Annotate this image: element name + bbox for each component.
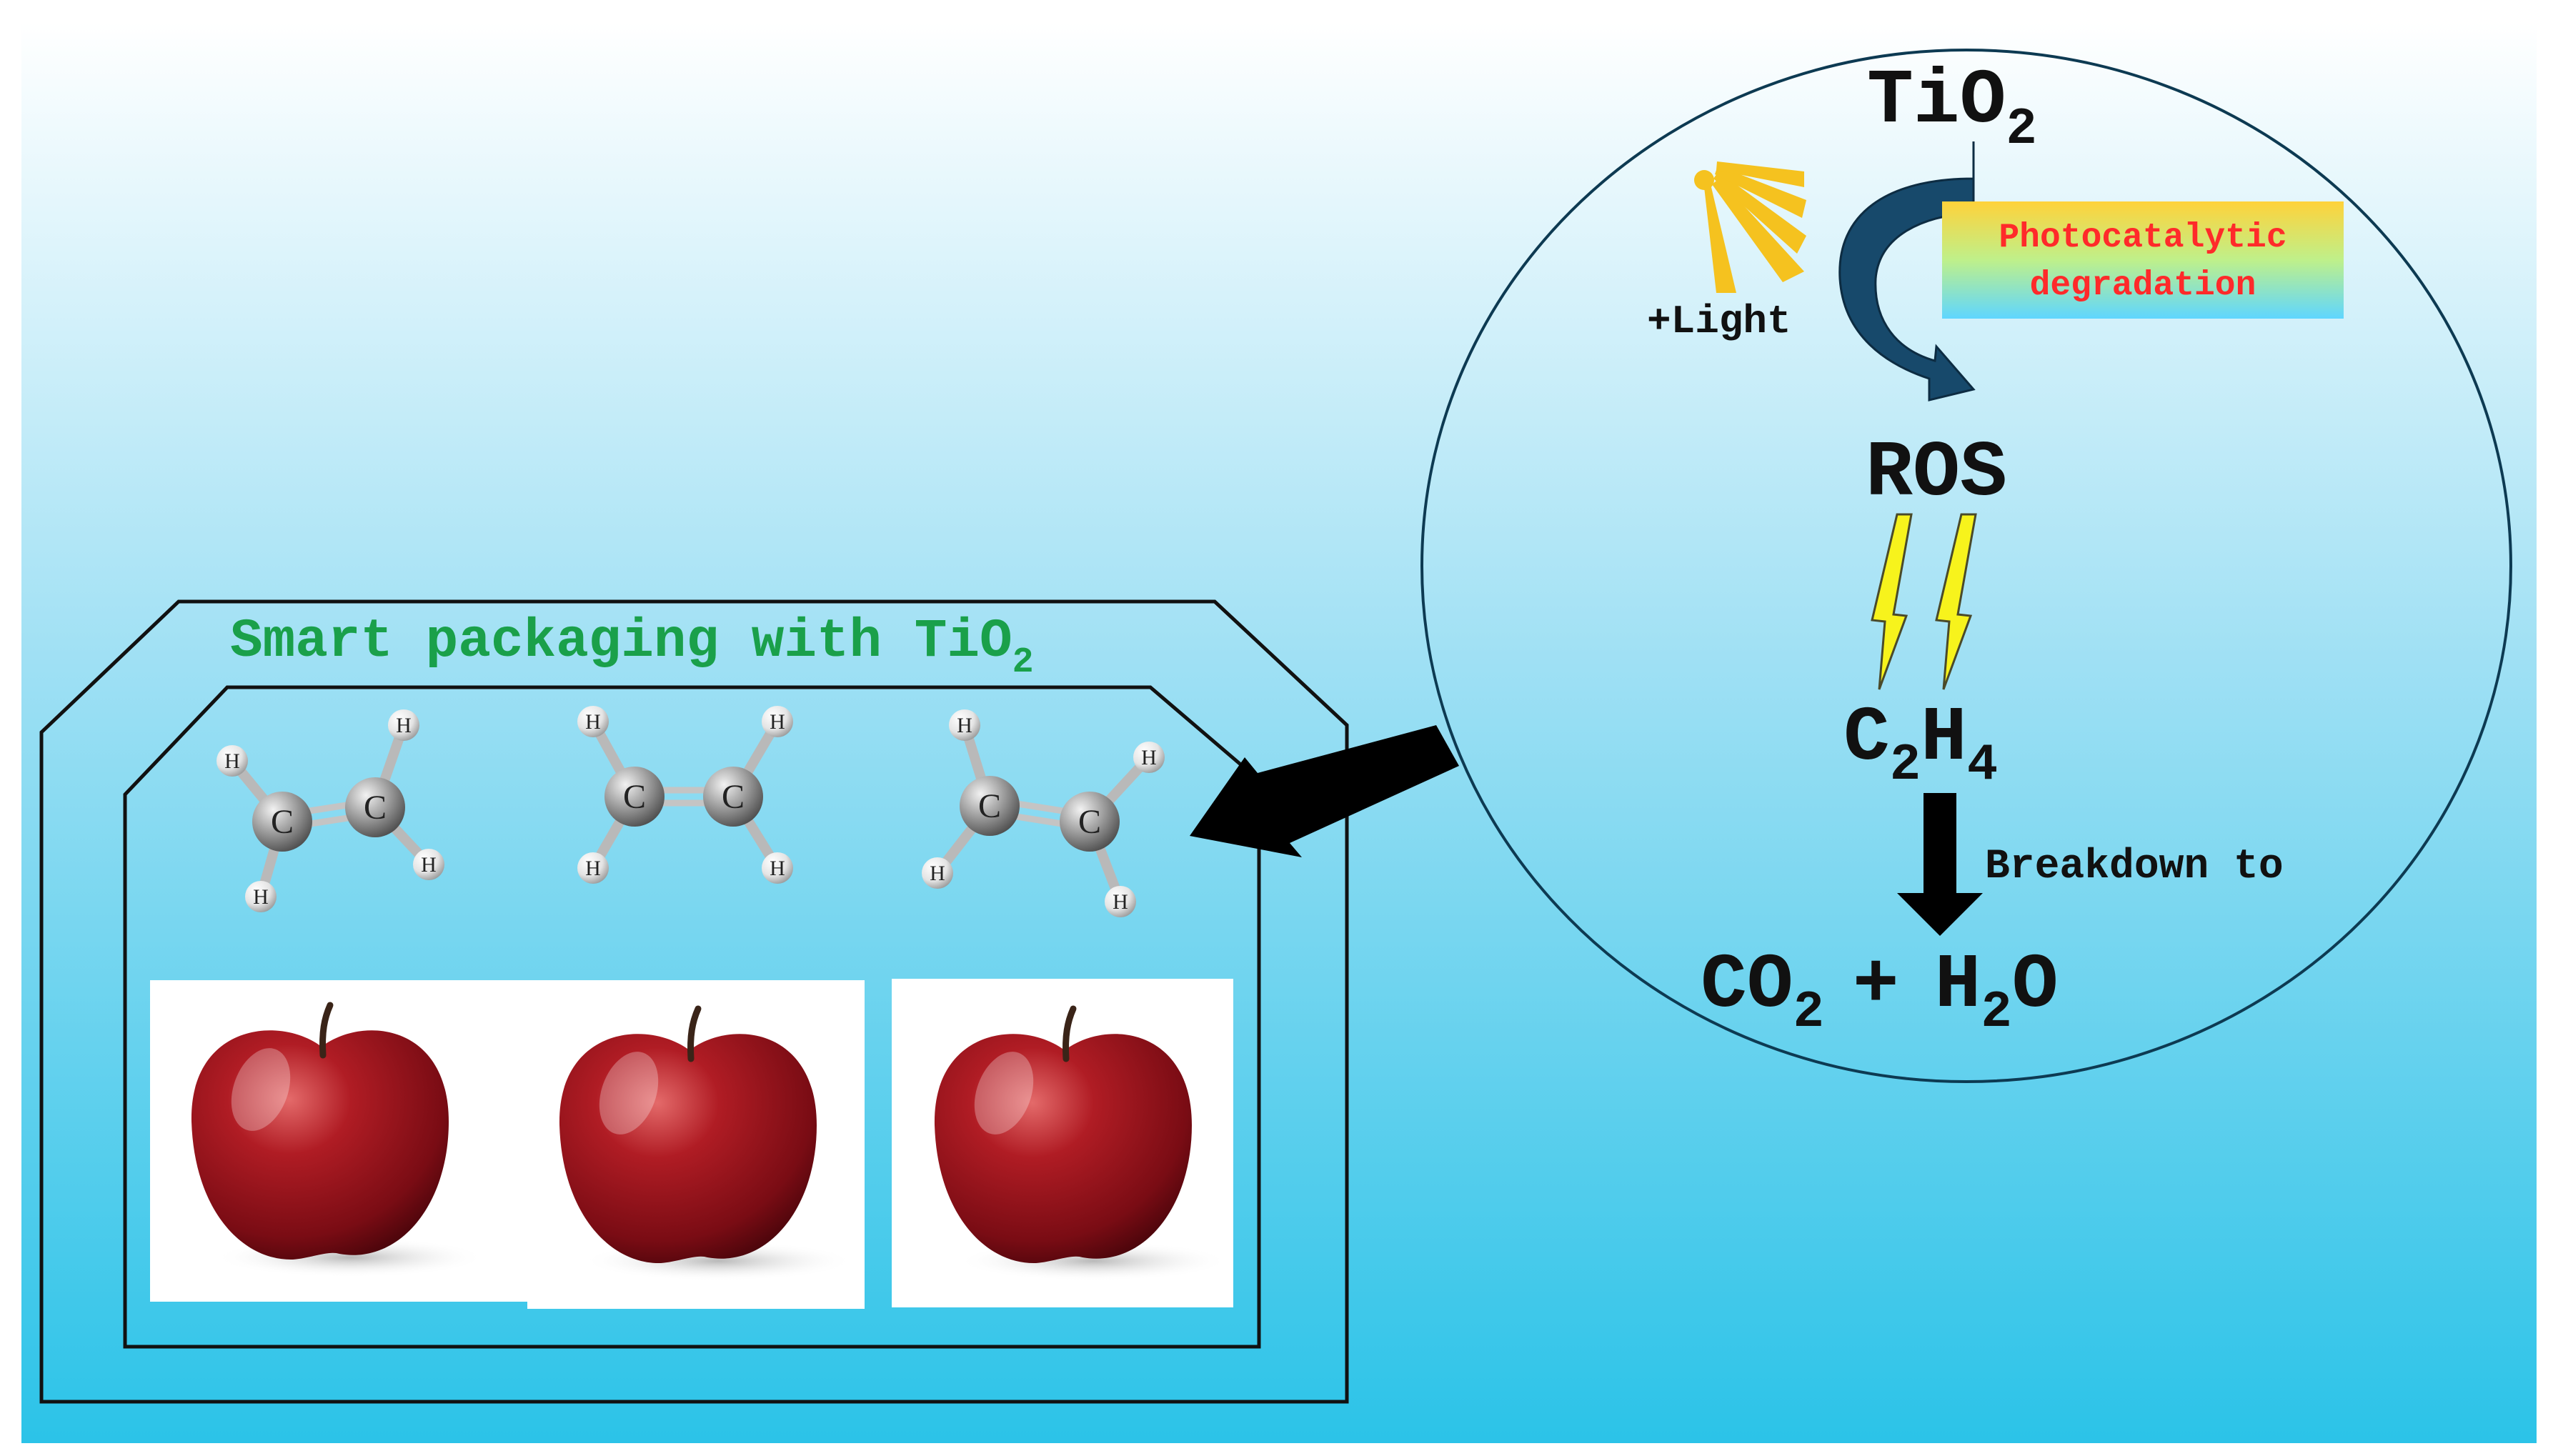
hydrogen-atom-label: H	[930, 862, 945, 885]
ethylene-c: C	[1843, 695, 1890, 782]
carbon-atom	[703, 767, 763, 827]
apple-highlight	[231, 1048, 291, 1131]
carbon-atom	[252, 792, 312, 852]
hydrogen-atom	[388, 709, 419, 741]
hydrogen-atom-label: H	[585, 710, 601, 734]
hydrogen-atom	[577, 706, 609, 737]
hydrogen-atom	[577, 852, 609, 884]
light-label: +Light	[1647, 299, 1791, 344]
sun-icon	[1694, 170, 1714, 190]
ros-label: ROS	[1866, 429, 2007, 519]
packaging-title-subscript: 2	[1012, 642, 1034, 683]
hydrogen-atom-label: H	[224, 749, 240, 773]
ethylene-molecule-2: H H H H C C	[577, 706, 793, 884]
products-o: O	[2012, 942, 2059, 1029]
apple-stem	[1062, 1005, 1077, 1062]
products-h: H	[1935, 942, 1981, 1029]
hydrogen-atom-label: H	[1113, 890, 1128, 914]
ethylene-molecules: H H H H C C H H H H C C H H H H C C	[217, 706, 1165, 917]
carbon-atom	[1060, 792, 1120, 852]
apple-body	[934, 1034, 1192, 1264]
hydrogen-atom	[762, 852, 793, 884]
hydrogen-atom-label: H	[253, 885, 269, 909]
apple-body	[191, 1030, 449, 1260]
products-plus: +	[1853, 942, 1899, 1029]
transfer-arrow	[1190, 725, 1459, 857]
process-label-line1: Photocatalytic	[1999, 219, 2286, 257]
products-formula: CO2+H2O	[1701, 942, 2059, 1042]
products-co: CO	[1701, 942, 1793, 1029]
carbon-atom-label: C	[1078, 803, 1101, 841]
apple-1	[191, 1002, 486, 1277]
packaging-title-main: Smart packaging with TiO	[230, 611, 1012, 672]
inner-package-outline	[123, 685, 1261, 1349]
apple-stem	[319, 1002, 334, 1059]
apple-body	[559, 1034, 817, 1264]
lightning-bolt-1	[1871, 513, 1913, 690]
carbon-atom-label: C	[364, 789, 387, 827]
curved-reaction-arrow	[1838, 141, 1976, 402]
reaction-circle: TiO2 +Light Photocatalytic degradation R…	[1420, 49, 2512, 1083]
breakdown-label: Breakdown to	[1985, 844, 2284, 890]
products-h-subscript: 2	[1981, 983, 2011, 1042]
hydrogen-atom	[1133, 742, 1165, 773]
tio2-main: TiO	[1867, 58, 2006, 145]
carbon-atom	[604, 767, 665, 827]
apple-highlight	[974, 1052, 1034, 1135]
light-icon	[1694, 161, 1806, 293]
carbon-atom-label: C	[623, 778, 646, 816]
hydrogen-atom-label: H	[770, 710, 785, 734]
outer-package-outline	[39, 599, 1349, 1404]
carbon-atom-label: C	[978, 787, 1001, 825]
apple-3	[934, 1005, 1229, 1281]
lightning-bolt-2	[1935, 513, 1977, 690]
hydrogen-atom-label: H	[396, 714, 412, 737]
carbon-atom-label: C	[271, 803, 294, 841]
hydrogen-atom-label: H	[421, 853, 437, 877]
hydrogen-atom	[413, 849, 444, 880]
hydrogen-atom	[1105, 886, 1136, 917]
tio2-label: TiO2	[1867, 58, 2037, 159]
apple-stem	[687, 1005, 702, 1062]
ethylene-molecule-3: H H H H C C	[922, 709, 1165, 917]
hydrogen-atom	[949, 709, 980, 741]
ethylene-h-subscript: 4	[1967, 736, 1998, 794]
hydrogen-atom-label: H	[585, 857, 601, 880]
process-label-line2: degradation	[2030, 266, 2256, 305]
ethylene-formula: C2H4	[1843, 695, 1998, 794]
hydrogen-atom-label: H	[770, 857, 785, 880]
hydrogen-atom-label: H	[1141, 746, 1157, 769]
hydrogen-atom	[762, 706, 793, 737]
apple-highlight	[599, 1052, 659, 1135]
products-co-subscript: 2	[1793, 983, 1824, 1042]
ethylene-molecule-1: H H H H C C	[217, 709, 444, 912]
circle-outline	[1420, 49, 2512, 1083]
apple-2	[559, 1005, 854, 1281]
carbon-atom-label: C	[722, 778, 745, 816]
carbon-atom	[345, 777, 405, 837]
ethylene-h: H	[1921, 695, 1967, 782]
tio2-subscript: 2	[2006, 100, 2036, 159]
apples	[191, 1002, 1229, 1281]
breakdown-arrow	[1897, 793, 1983, 936]
carbon-atom	[960, 776, 1020, 836]
hydrogen-atom-label: H	[957, 714, 972, 737]
hydrogen-atom	[922, 857, 953, 889]
hydrogen-atom	[245, 881, 277, 912]
process-label-box	[1942, 201, 2344, 319]
hydrogen-atom	[217, 745, 248, 777]
packaging-title: Smart packaging with TiO2	[230, 611, 1034, 683]
ethylene-c-subscript: 2	[1890, 736, 1921, 794]
